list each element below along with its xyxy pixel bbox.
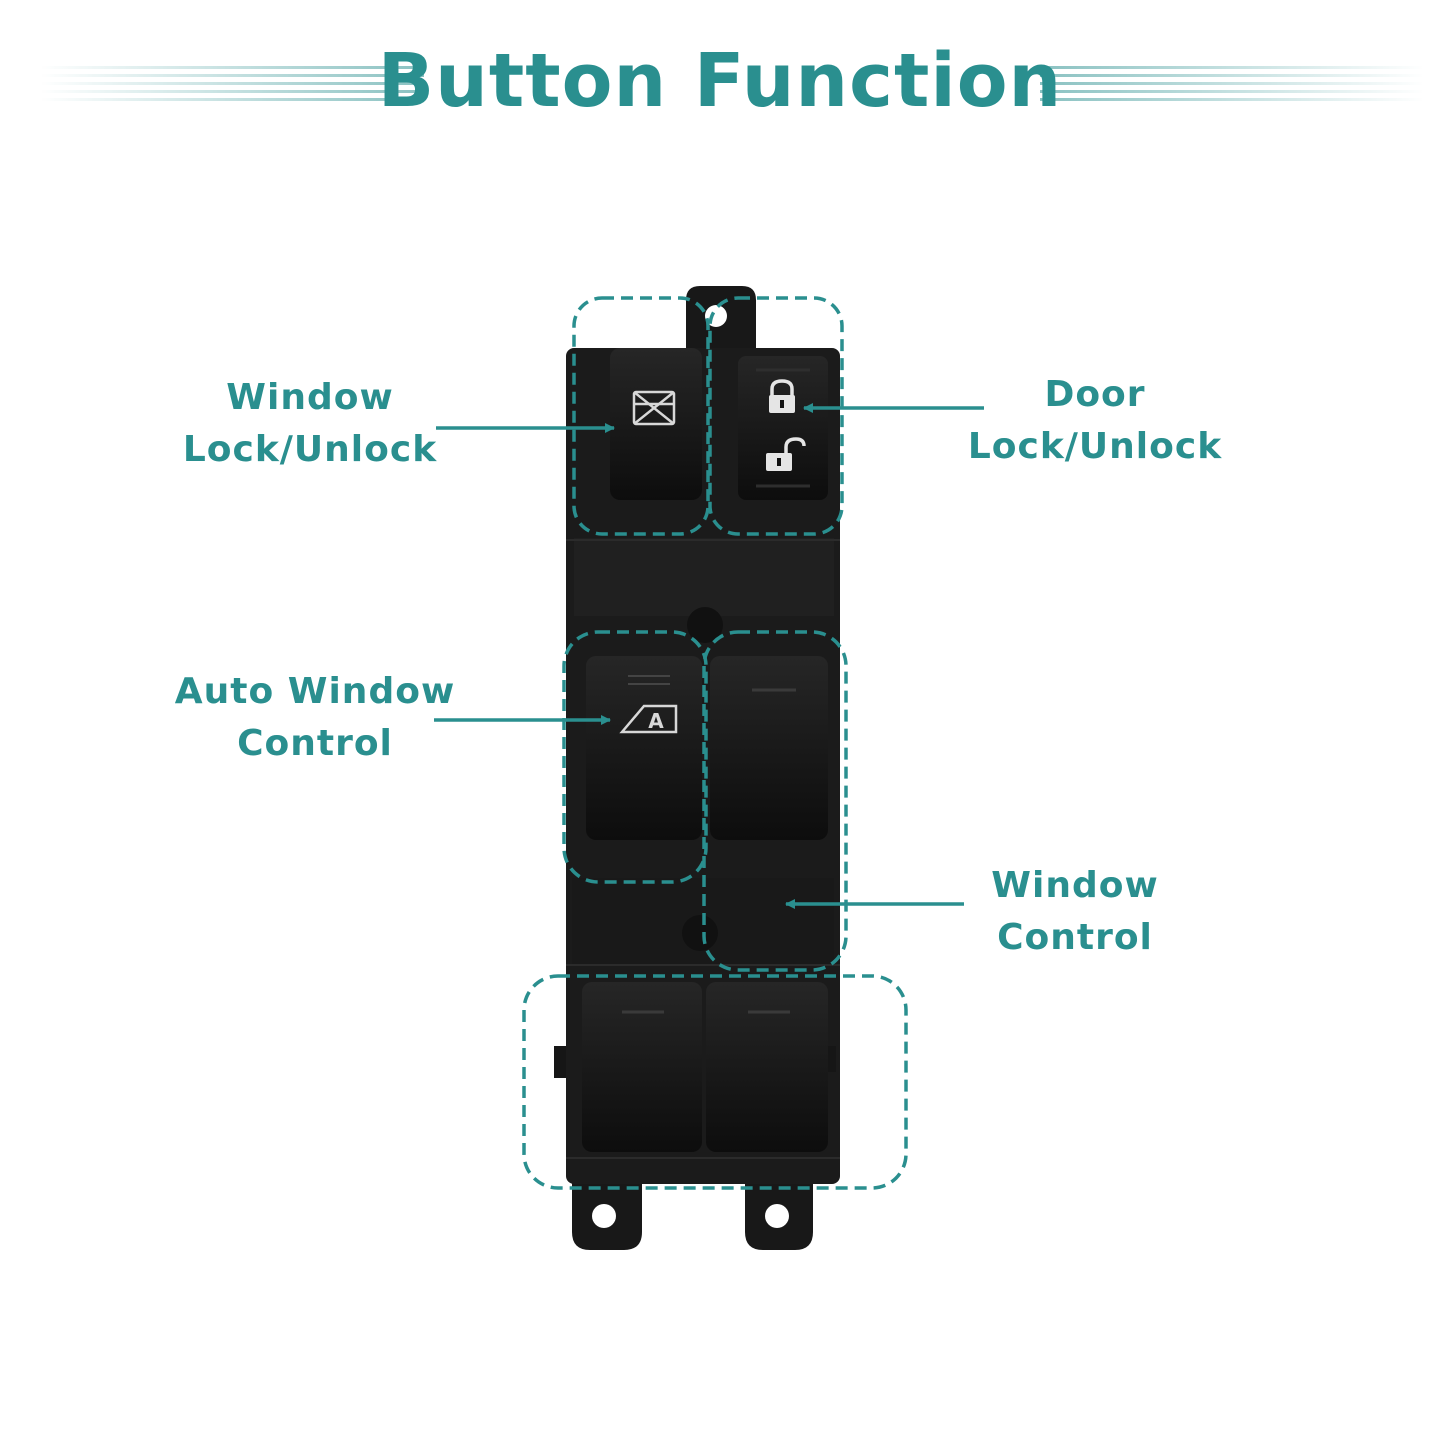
label-window-lock: Window Lock/Unlock bbox=[170, 372, 450, 476]
label-door-lock-line2: Lock/Unlock bbox=[967, 426, 1223, 467]
mounting-tab-top bbox=[686, 286, 756, 350]
window-lock-button[interactable] bbox=[610, 348, 702, 500]
title-decoration-right bbox=[1040, 64, 1424, 104]
label-window-control-line2: Control bbox=[997, 917, 1153, 958]
window-lock-icon bbox=[632, 390, 676, 426]
label-auto-window-line1: Auto Window bbox=[174, 671, 456, 712]
label-window-control-line1: Window bbox=[991, 865, 1159, 906]
page-title: Button Function bbox=[377, 38, 1063, 124]
body-panel-middle bbox=[574, 538, 834, 616]
label-auto-window-line2: Control bbox=[237, 723, 393, 764]
label-door-lock-line1: Door bbox=[1044, 374, 1146, 415]
highlight-door-lock bbox=[708, 296, 844, 536]
padlock-unlocked-icon bbox=[766, 437, 806, 471]
mounting-tab-bottom-left bbox=[572, 1180, 642, 1250]
rear-right-window-button[interactable] bbox=[706, 982, 828, 1152]
auto-window-icon-letter: A bbox=[648, 709, 664, 733]
mounting-tab-bottom-right bbox=[745, 1180, 813, 1250]
body-screw-hole-top bbox=[687, 607, 723, 643]
label-door-lock: Door Lock/Unlock bbox=[960, 369, 1230, 473]
label-auto-window: Auto Window Control bbox=[165, 666, 465, 770]
label-window-lock-line2: Lock/Unlock bbox=[182, 429, 438, 470]
highlight-window-lock bbox=[572, 296, 710, 536]
highlight-auto-window bbox=[562, 630, 708, 884]
auto-window-icon: A bbox=[619, 704, 678, 734]
label-window-lock-line1: Window bbox=[226, 377, 394, 418]
title-decoration-left bbox=[40, 64, 424, 104]
label-window-control: Window Control bbox=[975, 860, 1175, 964]
highlight-rear-windows bbox=[522, 974, 908, 1190]
highlight-window-control bbox=[702, 630, 848, 972]
body-screw-hole-bottom bbox=[682, 915, 718, 951]
door-lock-button[interactable] bbox=[738, 356, 828, 500]
rear-left-window-button[interactable] bbox=[582, 982, 702, 1152]
auto-window-button[interactable]: A bbox=[586, 656, 702, 840]
passenger-window-button[interactable] bbox=[710, 656, 828, 840]
padlock-locked-icon bbox=[769, 379, 795, 413]
